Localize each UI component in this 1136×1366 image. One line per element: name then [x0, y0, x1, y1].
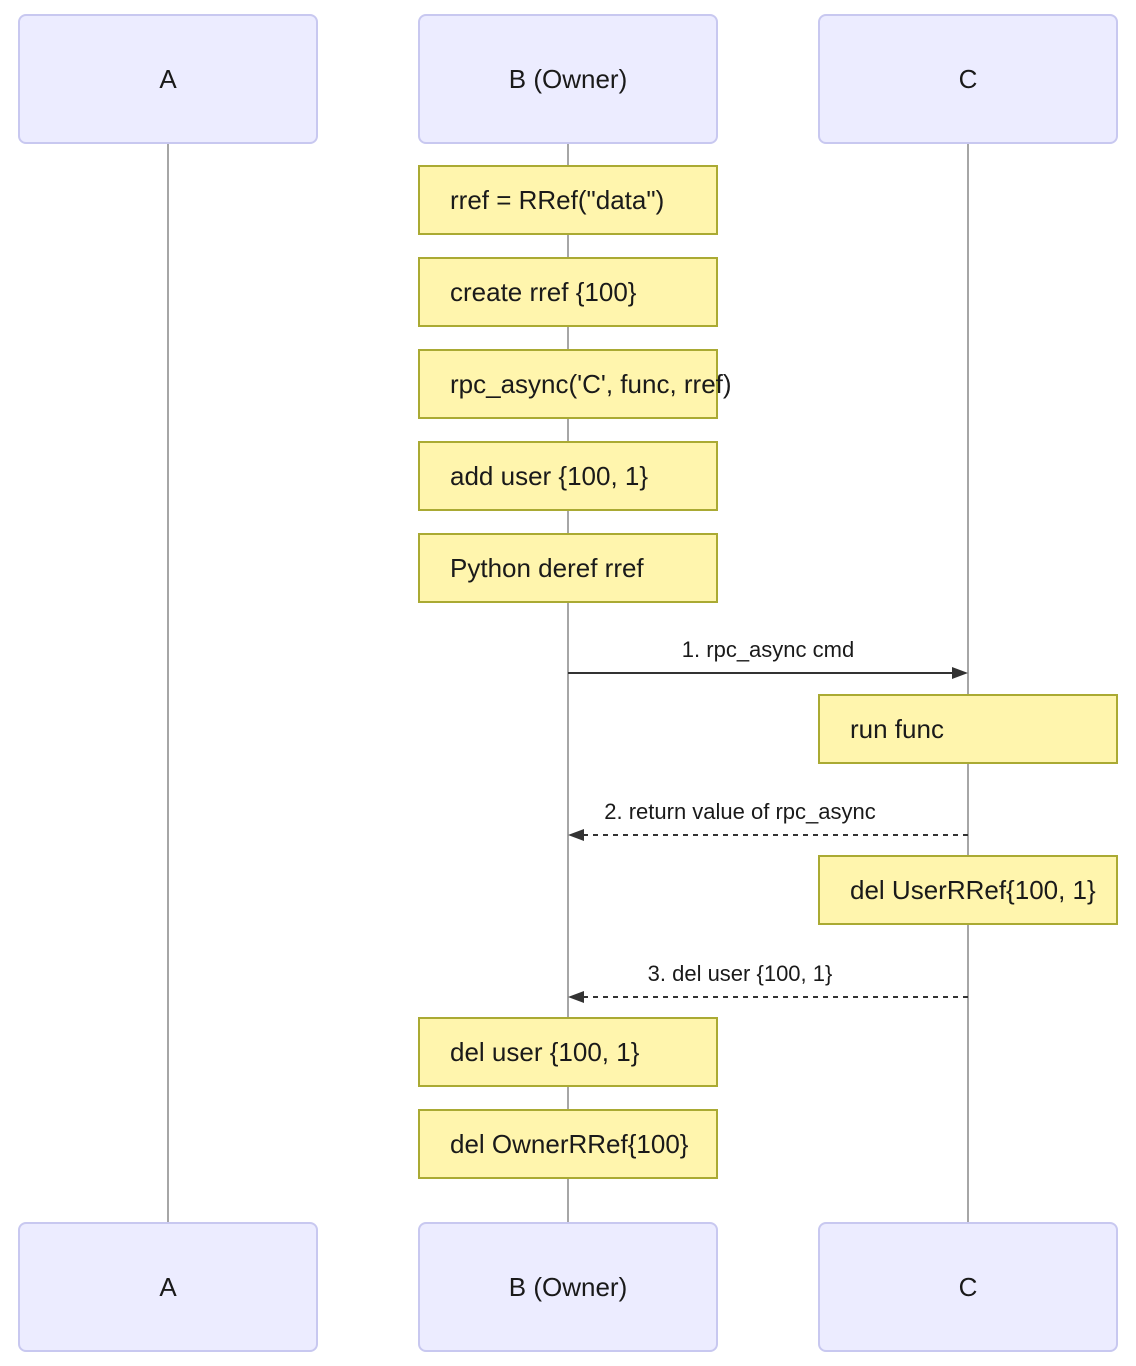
- actor-c-label: C: [958, 1271, 978, 1302]
- message-label-2: 2. return value of rpc_async: [604, 799, 876, 824]
- lifeline-c: [967, 143, 969, 1222]
- note-text: Python deref rref: [450, 552, 644, 583]
- note-text: create rref {100}: [450, 276, 637, 307]
- note-del-userrref: del UserRRef{100, 1}: [818, 855, 1118, 925]
- actor-a-top: A: [18, 14, 318, 144]
- actor-b-label: B (Owner): [508, 63, 628, 94]
- message-label-1: 1. rpc_async cmd: [681, 637, 855, 662]
- lifeline-b: [567, 143, 569, 1222]
- message-arrow-left-dashed: [568, 829, 968, 841]
- actor-c-label: C: [958, 63, 978, 94]
- note-del-user: del user {100, 1}: [418, 1017, 718, 1087]
- message-label-3: 3. del user {100, 1}: [647, 961, 833, 986]
- note-rref-assign: rref = RRef("data"): [418, 165, 718, 235]
- note-text: del user {100, 1}: [450, 1036, 640, 1067]
- actor-b-label: B (Owner): [508, 1271, 628, 1302]
- actor-c-top: C: [818, 14, 1118, 144]
- note-add-user: add user {100, 1}: [418, 441, 718, 511]
- note-del-ownerrref: del OwnerRRef{100}: [418, 1109, 718, 1179]
- note-text: run func: [850, 713, 944, 744]
- actor-a-bottom: A: [18, 1222, 318, 1352]
- actor-a-label: A: [159, 1271, 177, 1302]
- note-text: rref = RRef("data"): [450, 184, 665, 215]
- note-text: del OwnerRRef{100}: [450, 1128, 689, 1159]
- note-text: del UserRRef{100, 1}: [850, 874, 1096, 905]
- actor-c-bottom: C: [818, 1222, 1118, 1352]
- note-create-rref: create rref {100}: [418, 257, 718, 327]
- note-python-deref: Python deref rref: [418, 533, 718, 603]
- lifeline-a: [167, 143, 169, 1222]
- message-arrow-right: [568, 667, 968, 679]
- actor-b-top: B (Owner): [418, 14, 718, 144]
- note-text: add user {100, 1}: [450, 460, 649, 491]
- actor-a-label: A: [159, 63, 177, 94]
- actor-b-bottom: B (Owner): [418, 1222, 718, 1352]
- note-run-func: run func: [818, 694, 1118, 764]
- note-rpc-async: rpc_async('C', func, rref): [418, 349, 732, 419]
- note-text: rpc_async('C', func, rref): [450, 368, 732, 399]
- message-arrow-left-dashed: [568, 991, 968, 1003]
